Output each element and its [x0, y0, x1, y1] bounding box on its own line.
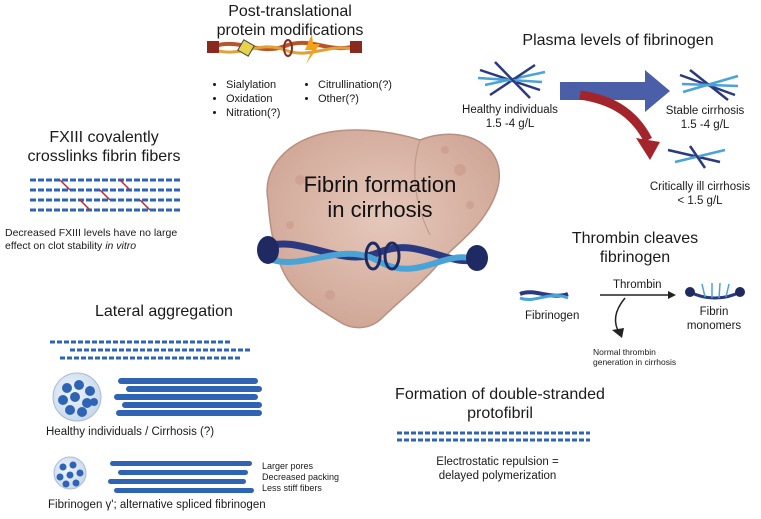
critical-fibrinogen-cluster	[667, 145, 726, 169]
fxiii-note-italic: in vitro	[105, 240, 137, 252]
fxiii-note-line2: effect on clot stability in vitro	[5, 240, 230, 253]
gamma-prime-cross-section	[53, 456, 87, 490]
ptm-list-right: Citrullination(?) Other(?)	[304, 78, 392, 106]
healthy-cross-section	[52, 372, 102, 422]
protofibril-note-line2: delayed polymerization	[438, 470, 557, 482]
protofibril-note-line1: Electrostatic repulsion =	[436, 456, 559, 468]
ptm-item: Oxidation	[226, 92, 280, 106]
center-title-line2: in cirrhosis	[327, 197, 433, 222]
thrombin-title: Thrombin cleaves fibrinogen	[555, 229, 715, 267]
center-title: Fibrin formation in cirrhosis	[280, 172, 480, 222]
plasma-title: Plasma levels of fibrinogen	[522, 32, 714, 49]
fxiii-title-line2: crosslinks fibrin fibers	[27, 148, 181, 165]
fibrin-monomers-label: Fibrin monomers	[672, 305, 756, 333]
stable-label-line2: 1.5 -4 g/L	[680, 119, 730, 131]
lateral-aggregation-fibers	[50, 340, 250, 360]
ptm-item: Nitration(?)	[226, 106, 280, 120]
healthy-fiber-bundle	[114, 378, 262, 416]
thrombin-arrow	[600, 291, 676, 338]
lateral-healthy-label: Healthy individuals / Cirrhosis (?)	[46, 426, 215, 438]
ptm-list-left: Sialylation Oxidation Nitration(?)	[212, 78, 280, 120]
liver-illustration	[266, 129, 501, 329]
thrombin-title-line2: fibrinogen	[599, 249, 671, 266]
fxiii-title: FXIII covalently crosslinks fibrin fiber…	[14, 128, 194, 166]
gamma-prime-label: Fibrinogen γ'; alternative spliced fibri…	[48, 499, 266, 511]
ptm-title-line1: Post-translational	[228, 3, 352, 20]
fibrin-monomers-line1: Fibrin	[699, 306, 729, 318]
ptm-title: Post-translational protein modifications	[190, 2, 390, 40]
protofibril-title: Formation of double-stranded protofibril	[385, 385, 615, 423]
feature-item: Less stiff fibers	[262, 483, 322, 493]
thrombin-generation-note: Normal thrombin generation in cirrhosis	[593, 347, 676, 367]
healthy-fibrinogen-cluster	[477, 61, 546, 99]
protofibril-title-line1: Formation of double-stranded	[395, 386, 605, 403]
fibrin-monomer-icon	[685, 282, 745, 300]
ptm-fibrinogen-icon	[207, 34, 362, 64]
fxiii-title-line1: FXIII covalently	[49, 129, 159, 146]
gamma-prime-fiber-bundle	[108, 461, 254, 493]
stable-label-line1: Stable cirrhosis	[665, 105, 745, 117]
fxiii-crosslinked-fibers	[30, 178, 180, 212]
critical-label-line2: < 1.5 g/L	[677, 195, 723, 207]
central-fibrin-strand	[257, 236, 488, 272]
red-arrow	[579, 90, 660, 160]
protofibril-note: Electrostatic repulsion = delayed polyme…	[420, 455, 575, 483]
stable-fibrinogen-cluster	[679, 69, 739, 101]
fibrinogen-label: Fibrinogen	[525, 310, 580, 322]
healthy-label-line1: Healthy individuals	[462, 104, 558, 116]
thrombin-note-line1: Normal thrombin	[593, 347, 656, 357]
critical-label-line1: Critically ill cirrhosis	[649, 181, 751, 193]
lateral-title: Lateral aggregation	[95, 303, 233, 320]
center-title-line1: Fibrin formation	[303, 172, 457, 197]
thrombin-note-line2: generation in cirrhosis	[593, 357, 677, 367]
healthy-label: Healthy individuals 1.5 -4 g/L	[450, 103, 570, 131]
ptm-item: Other(?)	[318, 92, 392, 106]
healthy-label-line2: 1.5 -4 g/L	[485, 118, 535, 130]
fibrin-monomers-line2: monomers	[686, 320, 742, 332]
ptm-item: Citrullination(?)	[318, 78, 392, 92]
fxiii-note-line1: Decreased FXIII levels have no large	[5, 227, 178, 239]
ptm-title-line2: protein modifications	[216, 22, 364, 39]
ptm-item: Sialylation	[226, 78, 280, 92]
feature-item: Larger pores	[262, 461, 314, 471]
critical-label: Critically ill cirrhosis < 1.5 g/L	[640, 180, 760, 208]
protofibril-title-line2: protofibril	[467, 405, 533, 422]
fxiii-note-prefix: effect on clot stability	[5, 240, 106, 252]
fxiii-note: Decreased FXIII levels have no large eff…	[5, 227, 230, 253]
thrombin-title-line1: Thrombin cleaves	[571, 230, 699, 247]
thrombin-arrow-label: Thrombin	[613, 279, 662, 291]
stable-label: Stable cirrhosis 1.5 -4 g/L	[650, 104, 760, 132]
feature-item: Decreased packing	[262, 472, 340, 482]
fibrinogen-molecule-icon	[519, 290, 569, 301]
protofibril-strand	[397, 431, 590, 442]
lateral-features: Larger pores Decreased packing Less stif…	[262, 461, 339, 494]
